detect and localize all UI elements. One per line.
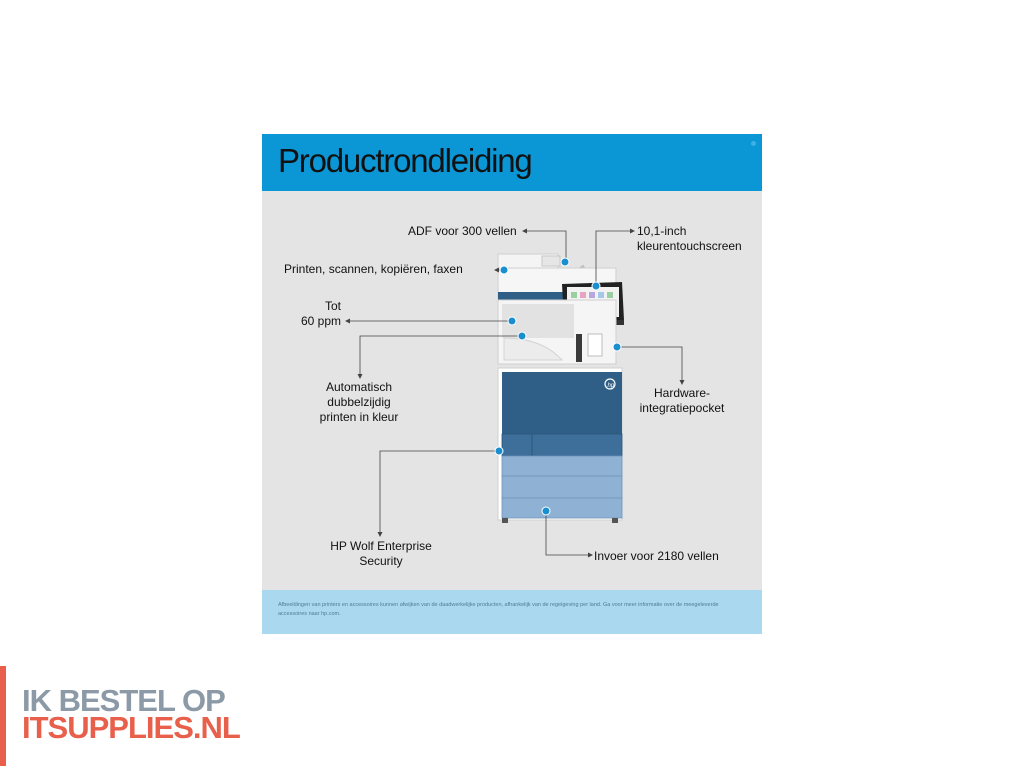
callout-adf: ADF voor 300 vellen (408, 224, 517, 238)
tray-2 (501, 475, 623, 499)
callout-speed-line1: Tot (324, 299, 341, 313)
security-leader (379, 450, 499, 532)
product-tour-panel: Productrondleiding hp (262, 134, 762, 634)
callout-pocket-line1: Hardware- (653, 386, 710, 400)
brand-logo-bar (0, 666, 6, 766)
cabinet-door (502, 372, 622, 434)
callout-functions: Printen, scannen, kopiëren, faxen (284, 262, 463, 276)
header-bar: Productrondleiding (262, 134, 762, 191)
hp-logo-mark (604, 378, 616, 390)
header-dot (751, 141, 756, 146)
security-dot (494, 446, 504, 456)
input-leader (545, 511, 588, 556)
hardware-pocket (587, 333, 603, 357)
brand-logo-line2: ITSUPPLIES.NL (22, 710, 241, 745)
speed-dot (507, 316, 517, 326)
brand-logo-line1: IK BESTEL OP (22, 683, 226, 718)
touchscreen-dot (591, 281, 601, 291)
adf-dot (560, 257, 570, 267)
page-title: Productrondleiding (278, 142, 533, 179)
callout-duplex-line3: printen in kleur (319, 410, 399, 424)
pocket-dot (612, 342, 622, 352)
pocket-leader (617, 346, 683, 380)
callout-duplex-line1: Automatisch (325, 380, 393, 394)
callout-touchscreen-line2: kleurentouchscreen (637, 239, 742, 253)
touchscreen-leader (595, 230, 630, 286)
disclaimer-text: Afbeeldingen van printers en accessoires… (278, 602, 719, 617)
duplex-dot (517, 331, 527, 341)
input-dot (541, 506, 551, 516)
scanner-stripe (498, 292, 568, 300)
callout-input: Invoer voor 2180 vellen (594, 549, 719, 563)
callout-duplex-line2: dubbelzijdig (327, 395, 391, 409)
tray-1 (501, 455, 623, 477)
disclaimer-bar: Afbeeldingen van printers en accessoires… (262, 590, 762, 634)
duplex-leader (359, 335, 522, 374)
callout-pocket-line2: integratiepocket (639, 401, 725, 415)
tray-3 (501, 497, 623, 519)
printer-illustration: hp (345, 228, 685, 558)
callout-security-line2: Security (359, 554, 403, 568)
functions-dot (499, 265, 509, 275)
svg-text:hp: hp (608, 383, 615, 389)
adf-leader (527, 230, 567, 262)
callout-security-line1: HP Wolf Enterprise (330, 539, 432, 553)
callout-speed-line2: 60 ppm (300, 314, 342, 328)
callout-touchscreen-line1: 10,1-inch (637, 224, 687, 238)
